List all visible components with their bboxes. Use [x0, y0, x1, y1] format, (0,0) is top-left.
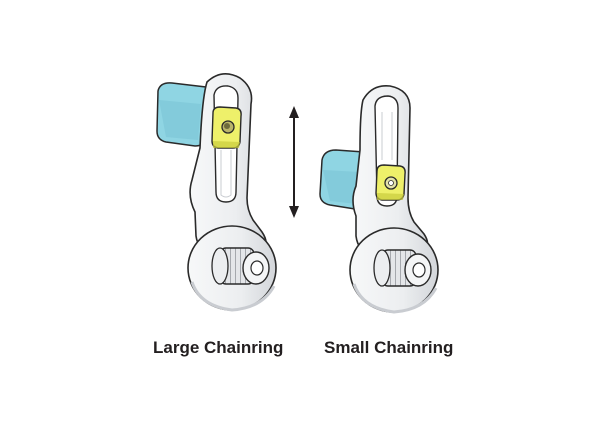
- double-arrow-icon: [289, 106, 299, 218]
- small-chainring-label: Small Chainring: [324, 338, 454, 357]
- large-chainring-adjuster: [156, 73, 277, 312]
- small-chainring-adjuster: [319, 84, 439, 314]
- large-chainring-label: Large Chainring: [153, 338, 284, 357]
